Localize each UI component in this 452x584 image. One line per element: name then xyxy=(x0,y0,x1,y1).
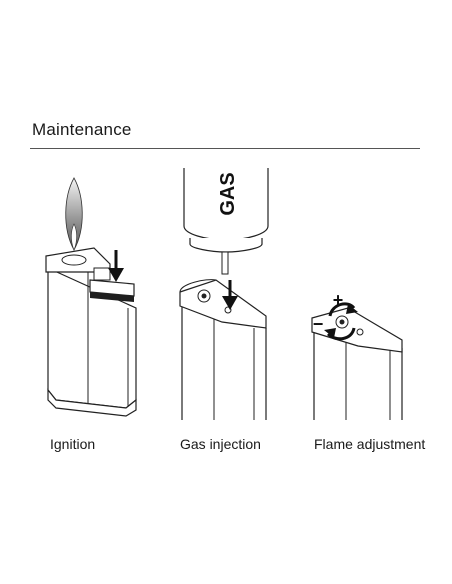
increase-sign: + xyxy=(333,290,344,310)
press-arrow-icon xyxy=(108,250,124,282)
gas-can-label: GAS xyxy=(217,172,239,215)
heading-divider xyxy=(30,148,420,149)
caption-gas-injection: Gas injection xyxy=(180,436,261,452)
caption-ignition: Ignition xyxy=(50,436,96,452)
decrease-sign: − xyxy=(313,314,324,334)
flame-adjustment-illustration: + − xyxy=(308,168,408,420)
ignition-illustration xyxy=(34,168,146,420)
inject-arrow-icon xyxy=(222,280,238,310)
rotate-arrow-icon xyxy=(324,302,358,341)
gas-injection-illustration: GAS xyxy=(176,168,272,420)
caption-flame-adjustment: Flame adjustment xyxy=(314,436,426,452)
flame-icon xyxy=(65,177,83,251)
section-heading: Maintenance xyxy=(32,120,132,139)
